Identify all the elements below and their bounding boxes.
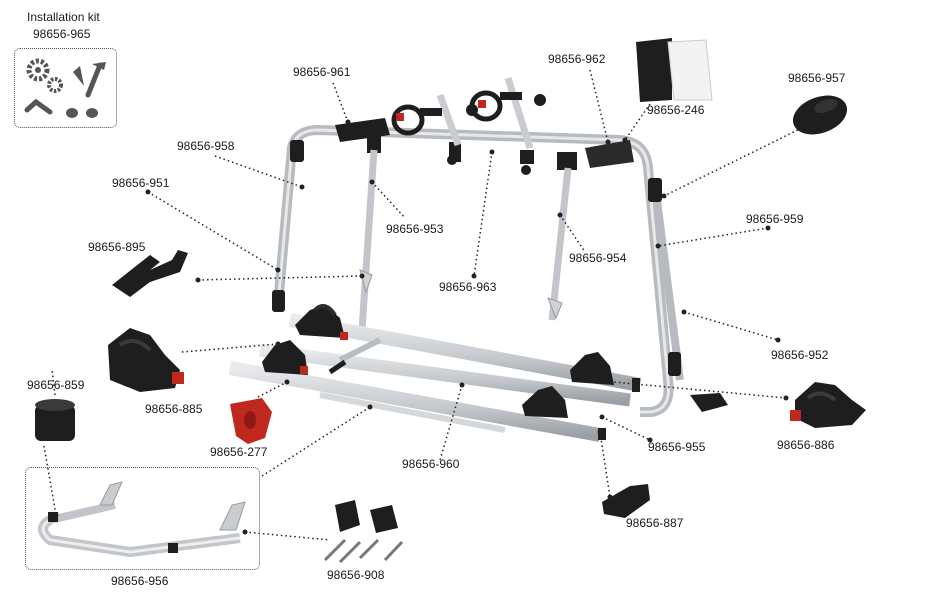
rubber-foot xyxy=(602,484,650,518)
left-top-joint xyxy=(290,140,304,162)
right-upright-tube xyxy=(651,184,684,381)
label-98656-963: 98656-963 xyxy=(439,280,497,294)
installation-kit-icons xyxy=(24,58,106,118)
tube-end-cap xyxy=(792,95,848,135)
left-bottom-joint xyxy=(272,290,285,312)
hex-key-icon xyxy=(73,66,84,86)
leader-lines xyxy=(43,69,819,541)
installation-kit-box xyxy=(14,48,117,128)
label-98656-952: 98656-952 xyxy=(771,348,829,362)
label-98656-895: 98656-895 xyxy=(88,240,146,254)
clamp-and-bolts xyxy=(323,500,404,564)
right-holder-arm xyxy=(548,167,572,321)
wheel-holder-front-right xyxy=(522,386,568,418)
label-98656-955: 98656-955 xyxy=(648,440,706,454)
right-bottom-joint xyxy=(668,352,681,376)
label-98656-954: 98656-954 xyxy=(569,251,627,265)
wheel-holder-rear-right xyxy=(570,352,614,385)
rail-front xyxy=(228,361,602,442)
kit-part-number: 98656-965 xyxy=(33,27,91,41)
frame-holder-part xyxy=(112,250,188,297)
label-98656-958: 98656-958 xyxy=(177,139,235,153)
label-98656-957: 98656-957 xyxy=(788,71,846,85)
label-98656-859: 98656-859 xyxy=(27,378,85,392)
label-98656-246: 98656-246 xyxy=(647,103,705,117)
label-98656-962: 98656-962 xyxy=(548,52,606,66)
wheel-clamp-left xyxy=(108,328,184,392)
leader-dots xyxy=(53,119,789,535)
rack-frame xyxy=(228,76,728,442)
label-98656-886: 98656-886 xyxy=(777,438,835,452)
label-98656-961: 98656-961 xyxy=(293,65,351,79)
top-arm-2 xyxy=(504,76,534,150)
label-98656-959: 98656-959 xyxy=(746,212,804,226)
nut-icon-2 xyxy=(86,108,98,118)
gear-small-icon xyxy=(47,77,63,93)
adhesive-pads xyxy=(636,38,713,102)
top-arm-1 xyxy=(436,93,462,147)
label-98656-908: 98656-908 xyxy=(327,568,385,582)
central-clamp-right xyxy=(585,140,634,168)
wheel-holder-front-left xyxy=(262,340,308,375)
nut-icon-1 xyxy=(66,108,78,118)
label-98656-887: 98656-887 xyxy=(626,516,684,530)
kit-title: Installation kit xyxy=(27,10,100,24)
wheel-holder-rear-left xyxy=(295,305,345,338)
label-98656-277: 98656-277 xyxy=(210,445,268,459)
subframe-box xyxy=(25,467,260,570)
label-98656-953: 98656-953 xyxy=(386,222,444,236)
wheel-clamp-right xyxy=(790,382,866,428)
label-98656-885: 98656-885 xyxy=(145,402,203,416)
label-98656-956: 98656-956 xyxy=(111,574,169,588)
left-holder-arm xyxy=(358,149,378,331)
lower-subframe xyxy=(38,481,246,557)
wrench-icon xyxy=(85,62,103,98)
gear-icon xyxy=(26,58,50,82)
cylinder-cap xyxy=(35,399,75,441)
right-foot-bracket xyxy=(690,393,728,412)
link-icon xyxy=(24,98,53,115)
rail-middle xyxy=(259,343,631,407)
label-98656-960: 98656-960 xyxy=(402,457,460,471)
central-clamp-left xyxy=(335,118,390,142)
label-98656-951: 98656-951 xyxy=(112,176,170,190)
right-top-joint xyxy=(648,178,662,202)
